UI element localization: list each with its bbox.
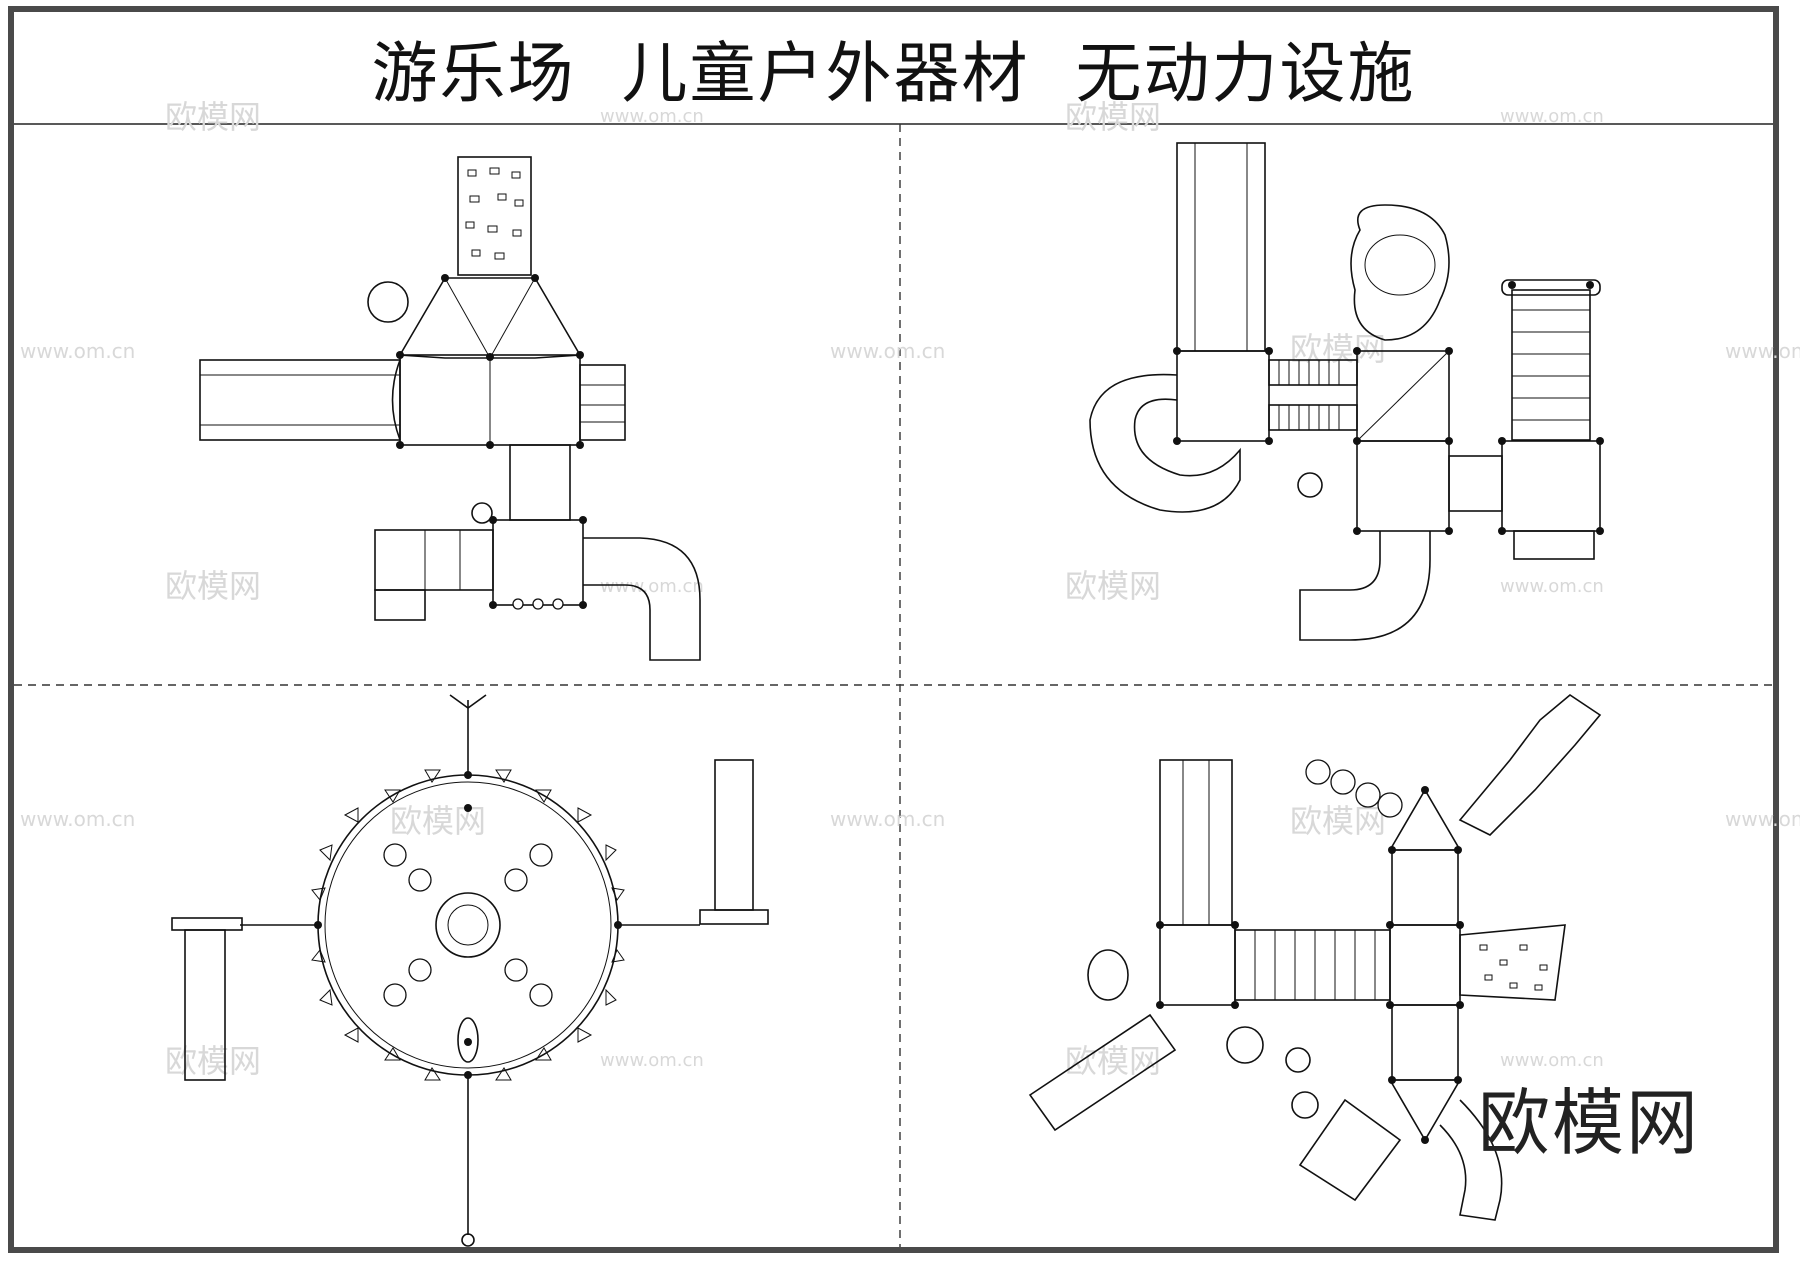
tall-slide [1176,142,1266,352]
hex-deck [398,277,582,359]
lower-stairs [374,529,494,591]
climbing-wall [457,156,532,276]
watermark-brand: 欧模网 [165,567,261,605]
lower-deck [492,519,584,606]
curved-slide [583,537,701,661]
watermark-domain: www.om.cn [830,339,945,363]
center-hub [435,892,501,958]
upper-bridge [1391,849,1459,926]
watermark-brand: 欧模网 [1290,802,1386,840]
curved-slide-2 [1299,531,1431,641]
seat-holes [383,843,553,1007]
post-nodes [396,274,587,609]
stepping-circles [1305,759,1403,818]
brand-logo-text: 欧模网 [1477,1081,1700,1165]
play-structure-plan-3 [171,694,769,1247]
watermark-domain: www.om.cn [1725,807,1800,831]
deck-right [1389,924,1461,1006]
deck-left [1159,924,1236,1006]
watermark-brand: 欧模网 [165,1042,261,1080]
watermark-domain: www.om.cn [600,576,704,597]
ladder [1511,289,1591,441]
stairs [579,364,626,441]
hex-roof [1388,788,1462,851]
watermark-brand: 欧模网 [1065,567,1161,605]
watermark-domain: www.om.cn [20,339,135,363]
slide-bottom-left [1028,1013,1177,1132]
straight-slide [199,359,401,441]
deck-a [1176,350,1270,442]
watermark-domain: www.om.cn [1725,339,1800,363]
sheet-title: 游乐场 儿童户外器材 无动力设施 [371,35,1416,112]
watermark-domain: www.om.cn [1500,576,1604,597]
ring-handles [311,769,625,1081]
watermark-brand: 欧模网 [1065,1042,1161,1080]
watermark-domain: www.om.cn [1500,106,1604,127]
play-structure-plan-2 [1089,142,1604,641]
tall-slide [1159,759,1233,926]
play-structure-plan-4 [1028,694,1602,1221]
steering-wheel [367,281,409,323]
post-nodes [314,771,622,1079]
boulder-climber [1350,204,1450,341]
climbing-wall [1459,924,1566,1001]
watermark-domain: www.om.cn [600,1050,704,1071]
lower-bridge [1391,1004,1459,1081]
bridge [509,444,571,521]
diagonal-slide [1458,694,1602,836]
watermark-brand: 欧模网 [165,98,261,136]
slide-right [714,759,754,911]
play-structure-plan-1 [199,156,701,661]
post-nodes [1156,786,1464,1144]
post-nodes [1173,281,1604,535]
curved-slide [1439,1099,1503,1221]
watermark-brand: 欧模网 [1065,98,1161,136]
watermark-domain: www.om.cn [1500,1050,1604,1071]
watermark-layer: 欧模网 欧模网 www.om.cn www.om.cn www.om.cn ww… [20,98,1800,1080]
watermark-domain: www.om.cn [830,807,945,831]
watermark-domain: www.om.cn [600,106,704,127]
stairs-bottom [1298,1098,1402,1202]
drawing-sheet: 游乐场 儿童户外器材 无动力设施 [8,6,1779,1253]
climbing-holds [465,167,524,260]
deck-c [1356,440,1450,532]
ladder-tower [1501,440,1601,532]
spiral-slide [1089,373,1241,513]
watermark-brand: 欧模网 [1290,330,1386,368]
watermark-domain: www.om.cn [20,807,135,831]
net-bridge [1234,929,1391,1001]
